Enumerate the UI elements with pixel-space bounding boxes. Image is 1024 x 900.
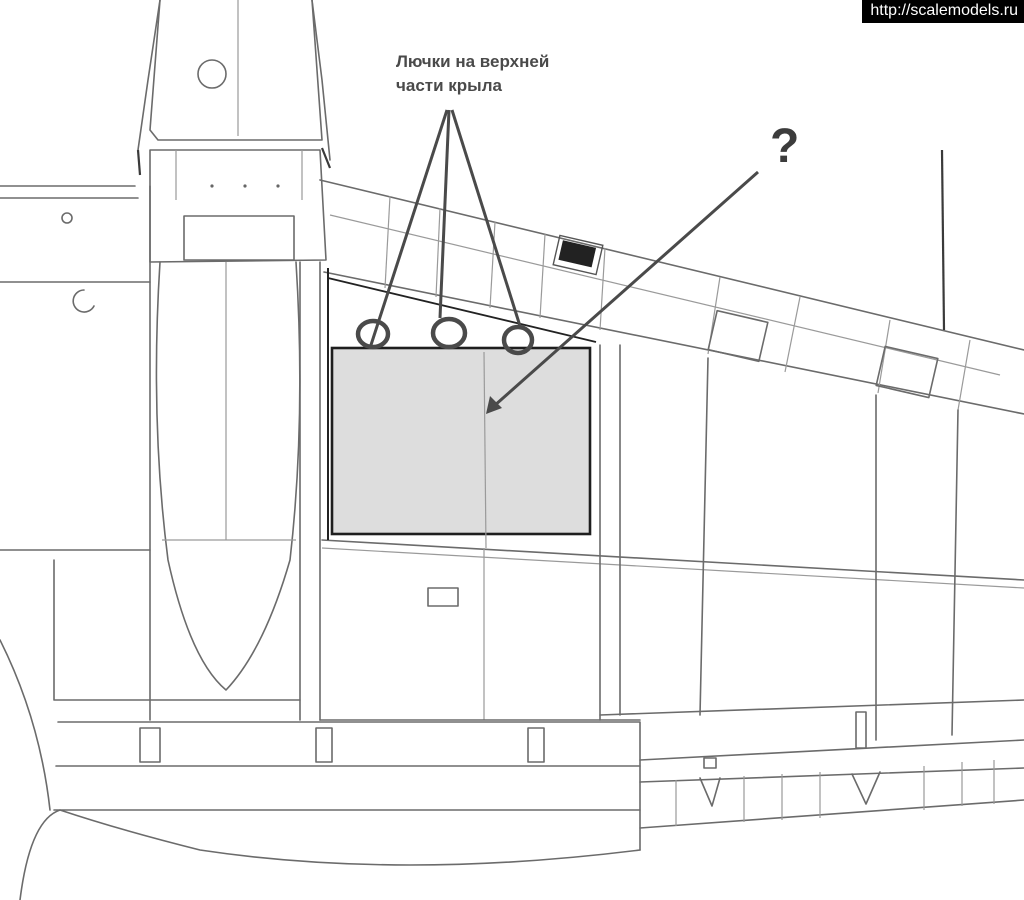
hatch-marker-1 bbox=[355, 318, 391, 350]
wing-panels bbox=[319, 344, 1024, 741]
hatches-label-line1: Лючки на верхней bbox=[396, 52, 550, 71]
fin-round-hatch bbox=[197, 59, 227, 89]
hatches-label: Лючки на верхней части крыла bbox=[396, 50, 549, 98]
pointer-lines bbox=[368, 109, 759, 414]
hatch-marker-3 bbox=[501, 324, 535, 356]
hatch-marker-2 bbox=[430, 316, 468, 350]
hatches-label-line2: части крыла bbox=[396, 76, 502, 95]
wing-leading-edge bbox=[319, 149, 1024, 415]
question-arrow-shaft bbox=[493, 170, 759, 408]
upper-wing-hatches bbox=[355, 316, 535, 356]
flap-section bbox=[53, 711, 1024, 851]
fuselage-section bbox=[0, 185, 641, 900]
question-arrow-head bbox=[486, 396, 502, 414]
highlighted-area bbox=[330, 346, 592, 536]
fin-structure bbox=[136, 0, 332, 263]
watermark: http://scalemodels.ru bbox=[862, 0, 1024, 23]
question-mark: ? bbox=[770, 120, 800, 173]
